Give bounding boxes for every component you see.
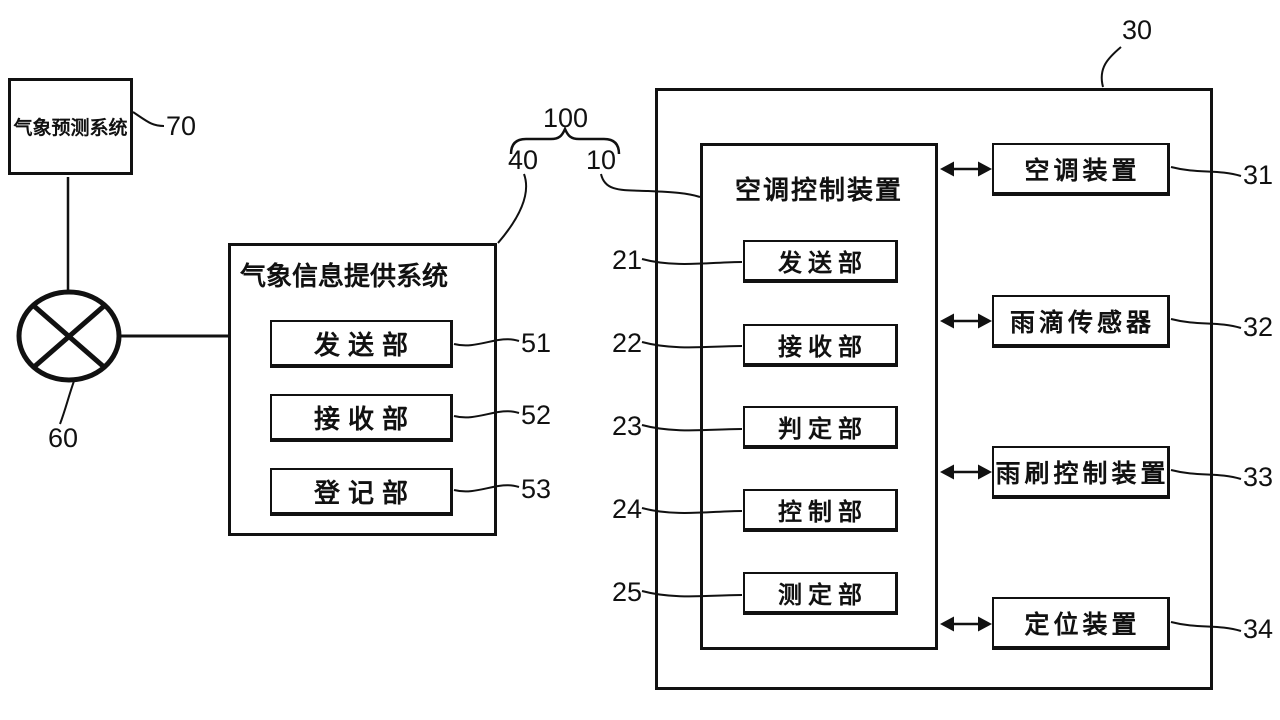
provider-unit-box-52: 接收部 [270, 394, 453, 442]
controller-unit-box-22: 接收部 [743, 324, 898, 367]
leader-70 [132, 111, 165, 127]
ref-label-21: 21 [611, 245, 642, 275]
device-label-31: 空调装置 [1024, 155, 1141, 185]
controller-unit-label-23: 判定部 [778, 415, 868, 443]
ref-label-52: 52 [521, 400, 552, 430]
device-box-34: 定位装置 [992, 597, 1170, 650]
controller-unit-box-21: 发送部 [743, 240, 898, 283]
ref-label-10: 10 [586, 145, 617, 175]
device-box-33: 雨刷控制装置 [992, 446, 1170, 499]
provider-unit-box-53: 登记部 [270, 468, 453, 516]
controller-unit-label-22: 接收部 [778, 333, 868, 361]
ref-label-31: 31 [1243, 160, 1274, 190]
controller-unit-box-24: 控制部 [743, 489, 898, 532]
ref-label-40: 40 [508, 145, 539, 175]
leader-40 [497, 173, 528, 244]
forecast-system-box: 气象预测系统 [8, 78, 133, 175]
ref-label-25: 25 [611, 577, 642, 607]
device-label-34: 定位装置 [1024, 609, 1141, 639]
provider-unit-label-53: 登记部 [313, 478, 416, 509]
device-label-32: 雨滴传感器 [1009, 307, 1155, 337]
controller-unit-label-25: 测定部 [778, 581, 868, 609]
controller-unit-label-21: 发送部 [778, 249, 868, 277]
provider-unit-box-51: 发送部 [270, 320, 453, 368]
ref-label-60: 60 [48, 423, 79, 453]
ref-label-34: 34 [1243, 614, 1274, 644]
ref-label-51: 51 [521, 328, 552, 358]
ac-controller-title: 空调控制装置 [734, 176, 903, 206]
ref-label-70: 70 [166, 111, 197, 141]
device-box-31: 空调装置 [992, 143, 1170, 196]
network-icon [16, 289, 122, 383]
ref-label-23: 23 [611, 411, 642, 441]
provider-system-title: 气象信息提供系统 [240, 262, 449, 292]
ac-controller-box [700, 143, 938, 650]
forecast-system-label: 气象预测系统 [13, 117, 128, 139]
ref-label-32: 32 [1243, 312, 1274, 342]
controller-unit-box-23: 判定部 [743, 406, 898, 449]
device-box-32: 雨滴传感器 [992, 295, 1170, 348]
ref-label-100: 100 [543, 103, 589, 133]
controller-unit-box-25: 测定部 [743, 572, 898, 615]
ref-label-22: 22 [611, 328, 642, 358]
leader-60 [59, 380, 75, 425]
ref-label-53: 53 [521, 474, 552, 504]
ref-label-30: 30 [1122, 15, 1153, 45]
ref-label-33: 33 [1243, 462, 1274, 492]
device-label-33: 雨刷控制装置 [995, 458, 1170, 488]
ref-label-24: 24 [611, 494, 642, 524]
provider-unit-label-51: 发送部 [313, 330, 416, 361]
controller-unit-label-24: 控制部 [778, 498, 868, 526]
provider-unit-label-52: 接收部 [313, 404, 416, 435]
leader-30 [1100, 46, 1122, 88]
